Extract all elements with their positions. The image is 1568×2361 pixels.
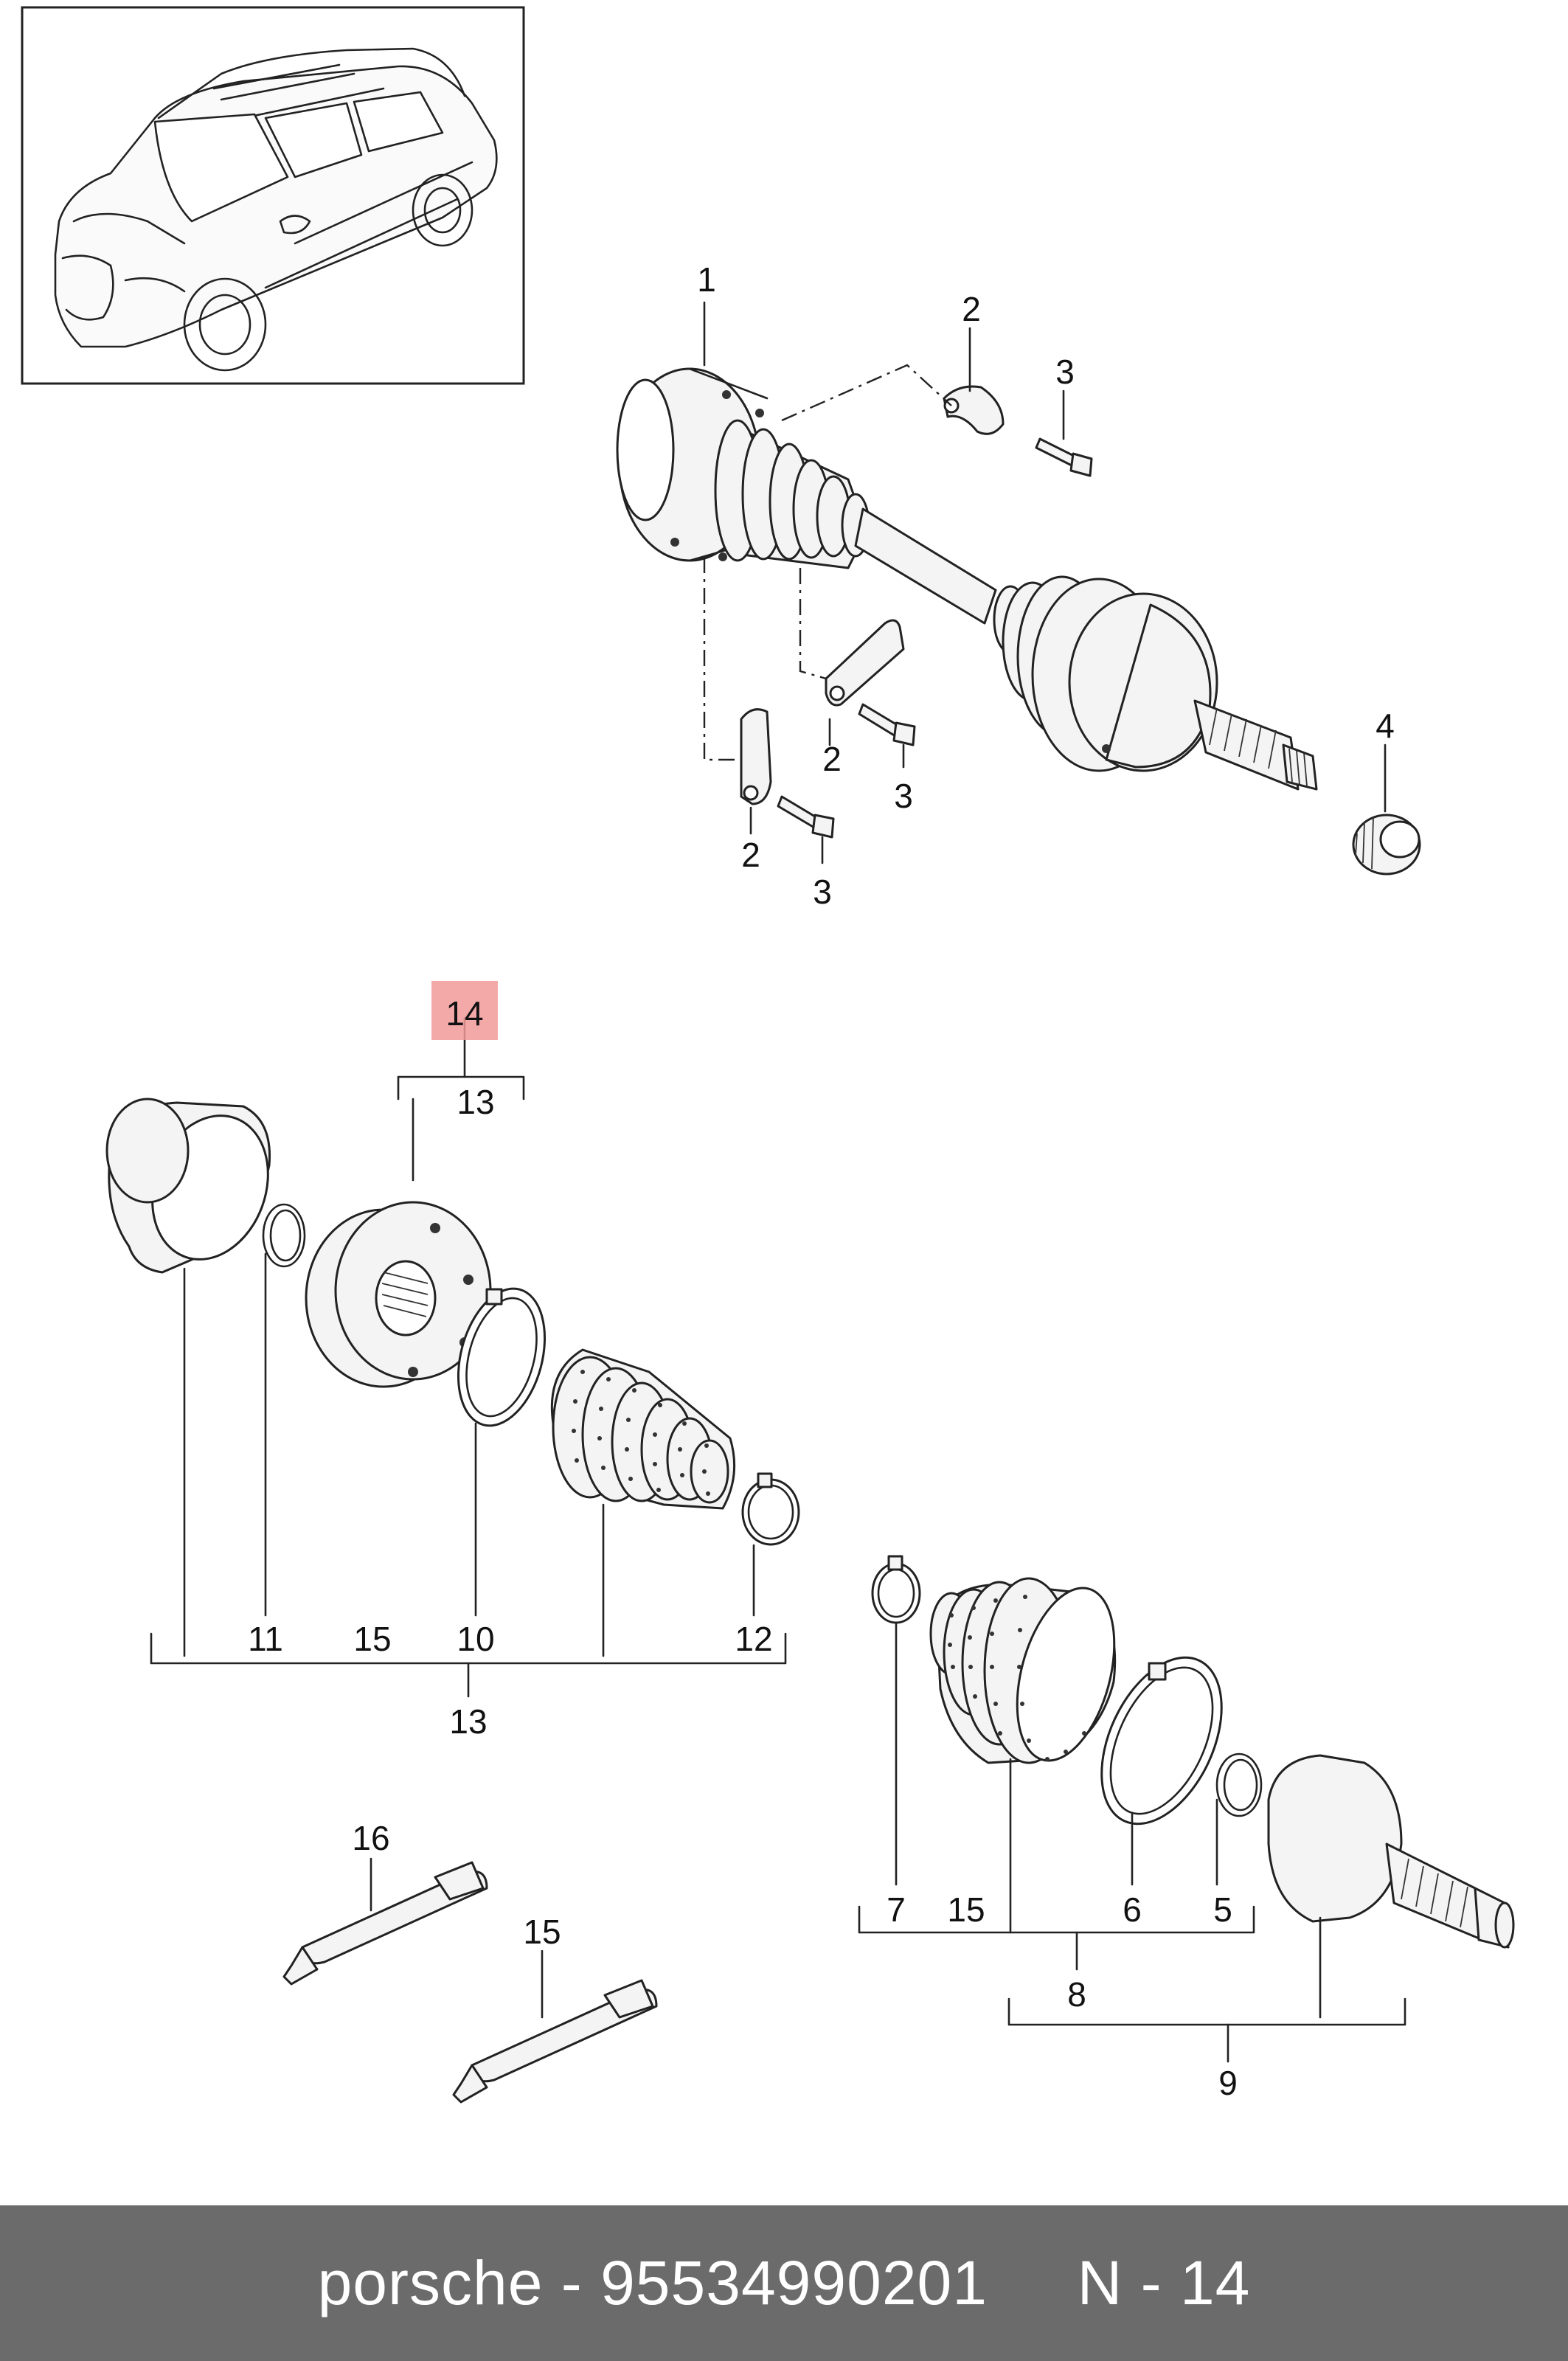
callout-labels: 1 2 3 2 3 2 3 4 14 13 11 15 10 12 13 16 …: [248, 260, 1395, 2102]
label-13-bottom: 13: [449, 1702, 487, 1741]
retaining-plate-top: [943, 385, 1093, 477]
outer-large-clamp: [1100, 1656, 1223, 1826]
drive-shaft-assembly: [616, 301, 1421, 876]
label-9: 9: [1218, 2064, 1238, 2102]
constant-velocity-joint: [305, 1201, 492, 1388]
protective-cap: [105, 1098, 271, 1274]
outer-boot-kit: [929, 1577, 1117, 1764]
grease-tube-15: [452, 1949, 658, 2104]
label-8: 8: [1067, 1975, 1086, 2014]
label-15-tube: 15: [523, 1913, 561, 1951]
collar-nut: [1352, 814, 1421, 876]
label-15-kit: 15: [353, 1620, 391, 1658]
label-16: 16: [352, 1819, 389, 1857]
label-6: 6: [1123, 1890, 1142, 1929]
highlight-box: [431, 981, 498, 1040]
footer-part-number: porsche - 95534990201 N - 14: [317, 2248, 1251, 2317]
circlip-upper: [262, 1203, 306, 1268]
label-2-top: 2: [962, 290, 981, 328]
label-1: 1: [697, 260, 716, 299]
bolt-mid: [858, 703, 901, 738]
label-3-top: 3: [1055, 353, 1075, 391]
large-clamp: [457, 1287, 547, 1427]
label-10: 10: [457, 1620, 494, 1658]
outer-joint-repair-kit: [858, 1555, 1515, 2063]
retaining-plate-mid: [825, 619, 916, 746]
shaft-bar: [854, 507, 997, 625]
inner-joint-repair-kit: [105, 1016, 800, 1698]
outer-cv-joint-kit: [1267, 1754, 1515, 1949]
label-3-mid: 3: [894, 777, 913, 815]
retaining-plate-low: [740, 708, 835, 839]
footer-bar: porsche - 95534990201 N - 14: [0, 2205, 1568, 2361]
bolt-low: [777, 795, 820, 829]
outer-circlip: [1215, 1752, 1263, 1817]
grease-tube-16: [282, 1857, 488, 1986]
label-2-low: 2: [741, 836, 760, 874]
inner-boot-kit: [550, 1348, 736, 1510]
label-3-low: 3: [813, 873, 832, 911]
vehicle-thumbnail: [21, 6, 525, 385]
label-13-top: 13: [457, 1083, 494, 1121]
suv-illustration: [54, 47, 498, 372]
label-11: 11: [248, 1620, 283, 1658]
outer-small-clamp: [871, 1555, 921, 1624]
small-clamp: [741, 1472, 800, 1546]
label-7: 7: [887, 1890, 906, 1929]
label-12: 12: [735, 1620, 772, 1658]
label-14: 14: [445, 994, 483, 1033]
label-2-mid: 2: [822, 740, 842, 778]
bolt-top: [1035, 437, 1078, 468]
inner-boot: [714, 419, 870, 569]
label-4: 4: [1376, 707, 1395, 745]
label-15-outer: 15: [947, 1890, 985, 1929]
outer-cv-joint: [1102, 603, 1318, 791]
label-5: 5: [1213, 1890, 1232, 1929]
